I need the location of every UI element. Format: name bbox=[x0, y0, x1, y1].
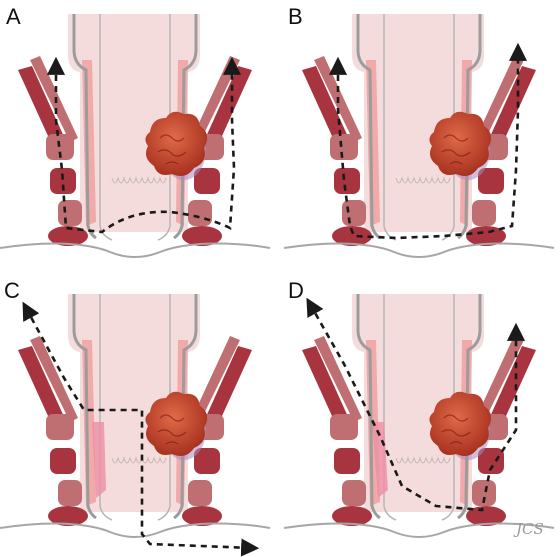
panel-label-b: B bbox=[288, 4, 303, 29]
panel-label-d: D bbox=[288, 278, 304, 303]
panel-label-c: C bbox=[4, 278, 20, 303]
panel-c: C bbox=[0, 278, 272, 557]
panel-b: B bbox=[282, 4, 556, 259]
resection-line-b bbox=[328, 42, 528, 240]
artist-signature: JCS bbox=[513, 520, 544, 538]
panel-d: D JCS bbox=[282, 278, 556, 539]
panel-label-a: A bbox=[6, 4, 21, 29]
panel-a: A bbox=[0, 4, 272, 259]
fold-highlight-d bbox=[372, 422, 388, 498]
resection-line-d bbox=[306, 297, 526, 512]
resection-line-c bbox=[22, 301, 260, 557]
resection-line-a bbox=[46, 56, 242, 234]
